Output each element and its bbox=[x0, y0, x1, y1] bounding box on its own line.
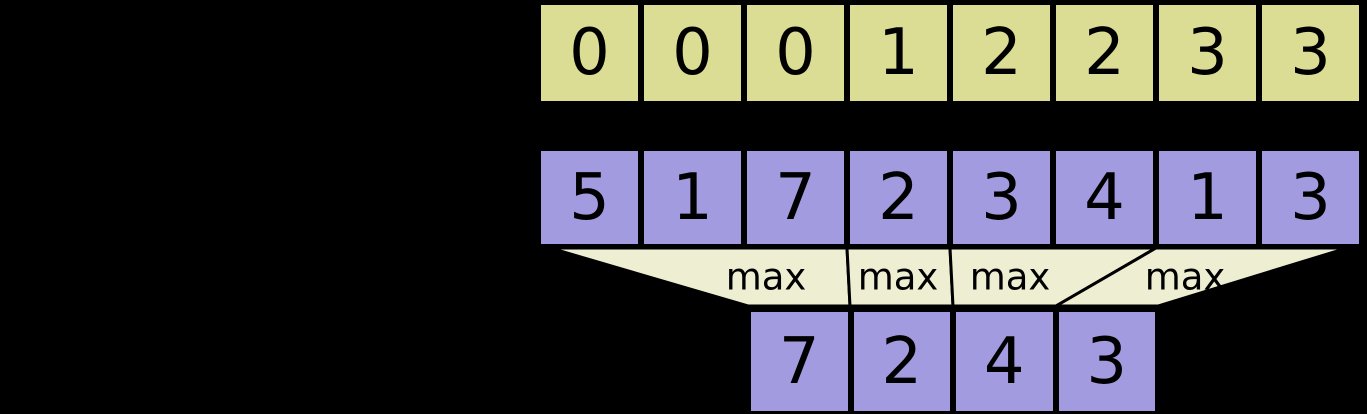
input-cell: 2 bbox=[847, 148, 950, 247]
input-cell: 4 bbox=[1053, 148, 1156, 247]
input-row: 5 1 7 2 3 4 1 3 bbox=[538, 148, 1362, 247]
output-cell: 7 bbox=[748, 309, 851, 414]
max-label-3: max bbox=[970, 256, 1051, 299]
index-cell: 1 bbox=[847, 2, 950, 104]
output-cell: 4 bbox=[953, 309, 1056, 414]
input-cell: 1 bbox=[1156, 148, 1259, 247]
output-row: 7 2 4 3 bbox=[748, 309, 1158, 414]
input-cell: 5 bbox=[538, 148, 641, 247]
index-cell: 2 bbox=[1053, 2, 1156, 104]
index-cell: 0 bbox=[641, 2, 744, 104]
index-cell: 0 bbox=[744, 2, 847, 104]
output-cell: 3 bbox=[1055, 309, 1158, 414]
input-cell: 7 bbox=[744, 148, 847, 247]
index-cell: 2 bbox=[950, 2, 1053, 104]
max-funnel-band: max max max max bbox=[0, 240, 1367, 315]
max-label-2: max bbox=[858, 256, 939, 299]
index-cell: 3 bbox=[1156, 2, 1259, 104]
index-cell: 3 bbox=[1259, 2, 1362, 104]
max-label-4: max bbox=[1145, 256, 1226, 299]
output-cell: 2 bbox=[850, 309, 953, 414]
index-row: 0 0 0 1 2 2 3 3 bbox=[538, 2, 1362, 104]
input-cell: 3 bbox=[1259, 148, 1362, 247]
index-cell: 0 bbox=[538, 2, 641, 104]
max-label-1: max bbox=[726, 256, 807, 299]
input-cell: 1 bbox=[641, 148, 744, 247]
max-funnel-shape-4 bbox=[1050, 246, 1348, 308]
input-cell: 3 bbox=[950, 148, 1053, 247]
